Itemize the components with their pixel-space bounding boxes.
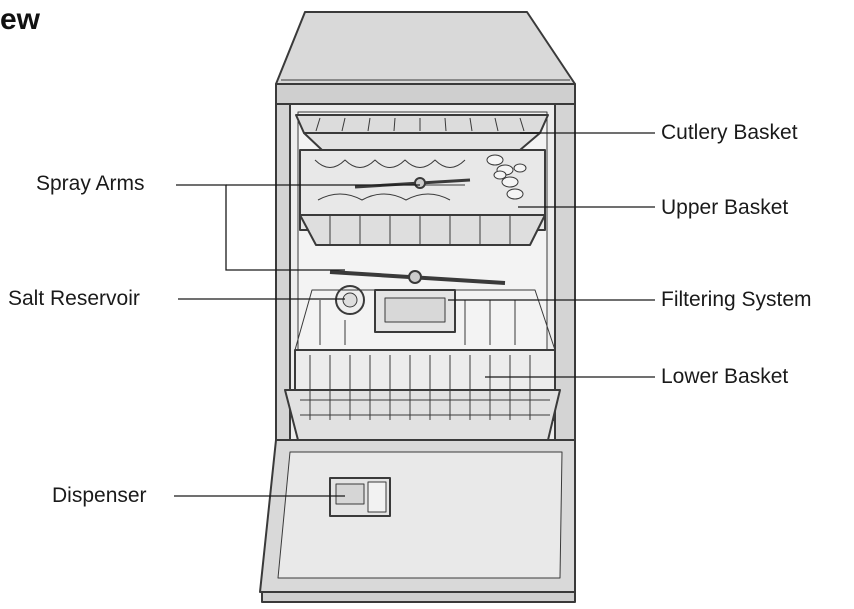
label-lower-basket: Lower Basket	[661, 365, 789, 388]
cutlery-basket	[295, 114, 549, 134]
worktop-front	[275, 83, 576, 105]
cup-rack	[486, 154, 527, 200]
upper-basket	[299, 149, 546, 231]
worktop-lid	[275, 11, 576, 85]
label-cutlery-basket: Cutlery Basket	[661, 121, 798, 144]
page-heading: ew	[0, 3, 41, 36]
label-spray-arms: Spray Arms	[36, 172, 145, 195]
label-salt-reservoir: Salt Reservoir	[8, 287, 140, 310]
label-filtering-system: Filtering System	[661, 288, 812, 311]
upper-spray-arm	[354, 178, 471, 189]
leader-spray-arms	[176, 184, 345, 271]
label-dispenser: Dispenser	[52, 484, 147, 507]
label-upper-basket: Upper Basket	[661, 196, 789, 219]
